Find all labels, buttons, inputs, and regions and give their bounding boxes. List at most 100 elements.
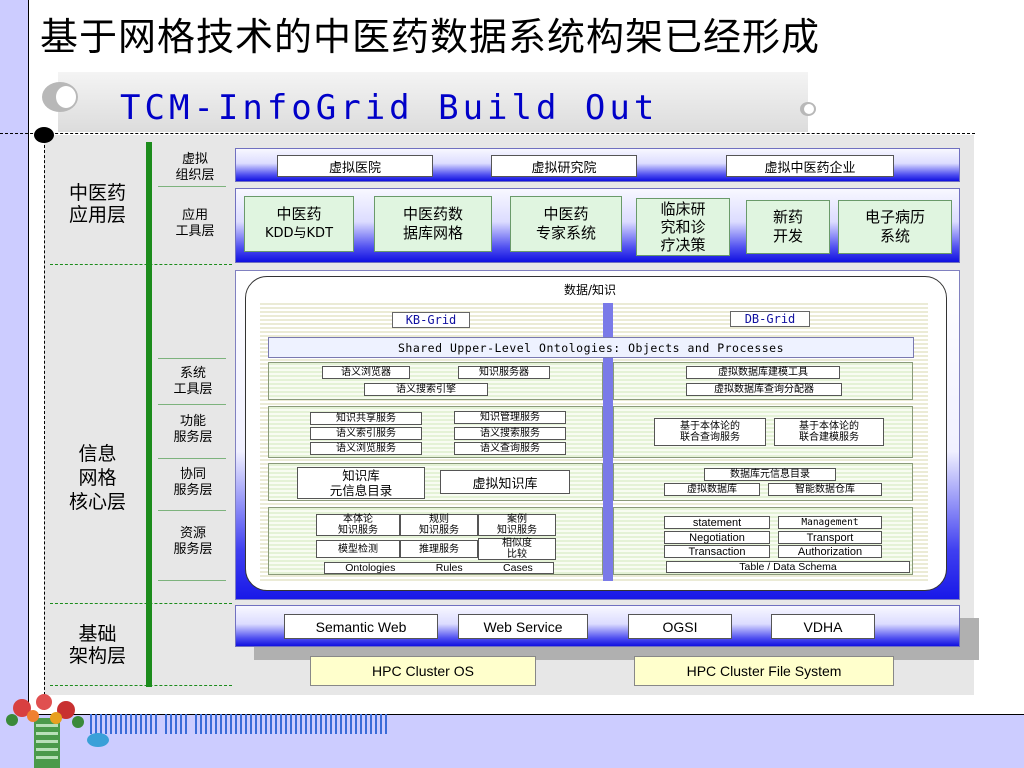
banner-left-dot-highlight bbox=[56, 86, 76, 108]
virtual-institute-box: 虚拟研究院 bbox=[491, 155, 637, 177]
tick-mark bbox=[325, 714, 327, 734]
semantic-index-service-box: 语义索引服务 bbox=[310, 427, 422, 440]
semantic-query-service-box: 语义查询服务 bbox=[454, 442, 566, 455]
tick-mark bbox=[195, 714, 197, 734]
negotiation-box: Negotiation bbox=[664, 531, 770, 544]
layer-label-line: 核心层 bbox=[68, 491, 126, 513]
resource-footer-left: Ontologies Rules Cases bbox=[324, 562, 554, 574]
app-tool-line: 开发 bbox=[772, 227, 803, 245]
banner-background bbox=[58, 72, 808, 132]
sublayer-separator bbox=[158, 580, 226, 581]
tick-mark bbox=[185, 714, 187, 734]
sublayer-separator bbox=[158, 510, 226, 511]
mini-line: 比较 bbox=[507, 549, 527, 560]
reasoning-service-box: 推理服务 bbox=[400, 540, 478, 558]
kb-meta-directory-box: 知识库 元信息目录 bbox=[297, 467, 425, 499]
mini-line: 联合查询服务 bbox=[680, 432, 740, 443]
tick-mark bbox=[300, 714, 302, 734]
case-knowledge-service-box: 案例 知识服务 bbox=[478, 514, 556, 536]
tick-mark bbox=[250, 714, 252, 734]
tick-mark bbox=[155, 714, 157, 734]
tick-mark bbox=[380, 714, 382, 734]
sublayer-label-function-service: 功能 服务层 bbox=[158, 414, 228, 446]
tick-mark bbox=[180, 714, 182, 734]
cases-label: Cases bbox=[503, 562, 533, 574]
semantic-browse-service-box: 语义浏览服务 bbox=[310, 442, 422, 455]
left-background-strip bbox=[0, 0, 28, 715]
mini-line: 知识服务 bbox=[338, 525, 378, 536]
mini-line: 基于本体论的 bbox=[799, 421, 859, 432]
mini-line: 基于本体论的 bbox=[680, 421, 740, 432]
hpc-cluster-fs-box: HPC Cluster File System bbox=[634, 656, 894, 686]
sublayer-label-line: 组织层 bbox=[175, 168, 215, 183]
sublayer-label-line: 工具层 bbox=[173, 382, 213, 397]
virtual-hospital-box: 虚拟医院 bbox=[277, 155, 433, 177]
sublayer-label-virtual-org: 虚拟 组织层 bbox=[160, 152, 230, 184]
app-tool-line: 中医药数 bbox=[402, 205, 463, 223]
app-tool-kdd-kdt: 中医药 KDD与KDT bbox=[244, 196, 354, 252]
layer-label-base: 基础 架构层 bbox=[50, 623, 145, 667]
layer-label-line: 架构层 bbox=[68, 645, 126, 667]
tick-mark bbox=[150, 714, 152, 734]
tick-mark bbox=[365, 714, 367, 734]
sublayer-label-line: 虚拟 bbox=[181, 152, 208, 167]
tick-mark bbox=[95, 714, 97, 734]
rules-label: Rules bbox=[435, 562, 463, 574]
tick-mark bbox=[120, 714, 122, 734]
semantic-search-engine-box: 语义搜索引擎 bbox=[364, 383, 488, 396]
virtual-database-box: 虚拟数据库 bbox=[664, 483, 760, 496]
smart-data-warehouse-box: 智能数据仓库 bbox=[768, 483, 882, 496]
transport-box: Transport bbox=[778, 531, 882, 544]
tick-mark bbox=[165, 714, 167, 734]
tick-mark bbox=[190, 714, 192, 734]
layer-label-core: 信息 网格 核心层 bbox=[50, 442, 145, 514]
tick-mark bbox=[275, 714, 277, 734]
layer-label-line: 中医药 bbox=[68, 182, 126, 204]
box-line: 知识库 bbox=[342, 468, 380, 483]
ogsi-box: OGSI bbox=[628, 614, 732, 639]
tick-mark bbox=[285, 714, 287, 734]
flower-decoration-icon bbox=[6, 694, 109, 768]
tick-mark bbox=[355, 714, 357, 734]
app-tool-expert-system: 中医药 专家系统 bbox=[510, 196, 622, 252]
virtual-knowledge-base-box: 虚拟知识库 bbox=[440, 470, 570, 494]
layer-label-line: 应用层 bbox=[68, 204, 126, 226]
tick-mark bbox=[340, 714, 342, 734]
tick-mark bbox=[100, 714, 102, 734]
sublayer-separator bbox=[158, 186, 226, 187]
banner-right-dot-highlight bbox=[804, 104, 814, 114]
app-tool-line: 中医药 bbox=[276, 205, 322, 223]
sublayer-label-line: 资源 bbox=[179, 526, 206, 541]
tick-mark bbox=[385, 714, 387, 734]
decorative-tick-marks bbox=[90, 714, 420, 734]
ontology-federated-modeling-box: 基于本体论的 联合建模服务 bbox=[774, 418, 884, 446]
tick-mark bbox=[210, 714, 212, 734]
tick-mark bbox=[315, 714, 317, 734]
mini-line: 案例 bbox=[507, 514, 527, 525]
knowledge-server-box: 知识服务器 bbox=[458, 366, 550, 379]
tick-mark bbox=[375, 714, 377, 734]
sublayer-separator bbox=[158, 458, 226, 459]
app-tool-emr: 电子病历 系统 bbox=[838, 200, 952, 254]
semantic-search-service-box: 语义搜索服务 bbox=[454, 427, 566, 440]
sublayer-label-line: 功能 bbox=[179, 414, 206, 429]
tick-mark bbox=[295, 714, 297, 734]
ontology-federated-query-box: 基于本体论的 联合查询服务 bbox=[654, 418, 766, 446]
app-tool-line: 新药 bbox=[772, 208, 803, 226]
transaction-box: Transaction bbox=[664, 545, 770, 558]
tick-mark bbox=[330, 714, 332, 734]
ontology-knowledge-service-box: 本体论 知识服务 bbox=[316, 514, 400, 536]
core-header: 数据/知识 bbox=[563, 282, 617, 297]
model-checking-box: 模型检测 bbox=[316, 540, 400, 558]
app-tool-line: 电子病历 bbox=[864, 208, 925, 226]
sublayer-label-coop-service: 协同 服务层 bbox=[158, 467, 228, 499]
virtual-enterprise-box: 虚拟中医药企业 bbox=[726, 155, 894, 177]
tick-mark bbox=[255, 714, 257, 734]
vdha-box: VDHA bbox=[771, 614, 875, 639]
tick-mark bbox=[145, 714, 147, 734]
sublayer-label-line: 服务层 bbox=[173, 430, 213, 445]
mini-line: 相似度 bbox=[502, 538, 532, 549]
vdb-query-dispatcher-box: 虚拟数据库查询分配器 bbox=[686, 383, 842, 396]
tick-mark bbox=[200, 714, 202, 734]
layer-divider-bar bbox=[146, 142, 152, 687]
